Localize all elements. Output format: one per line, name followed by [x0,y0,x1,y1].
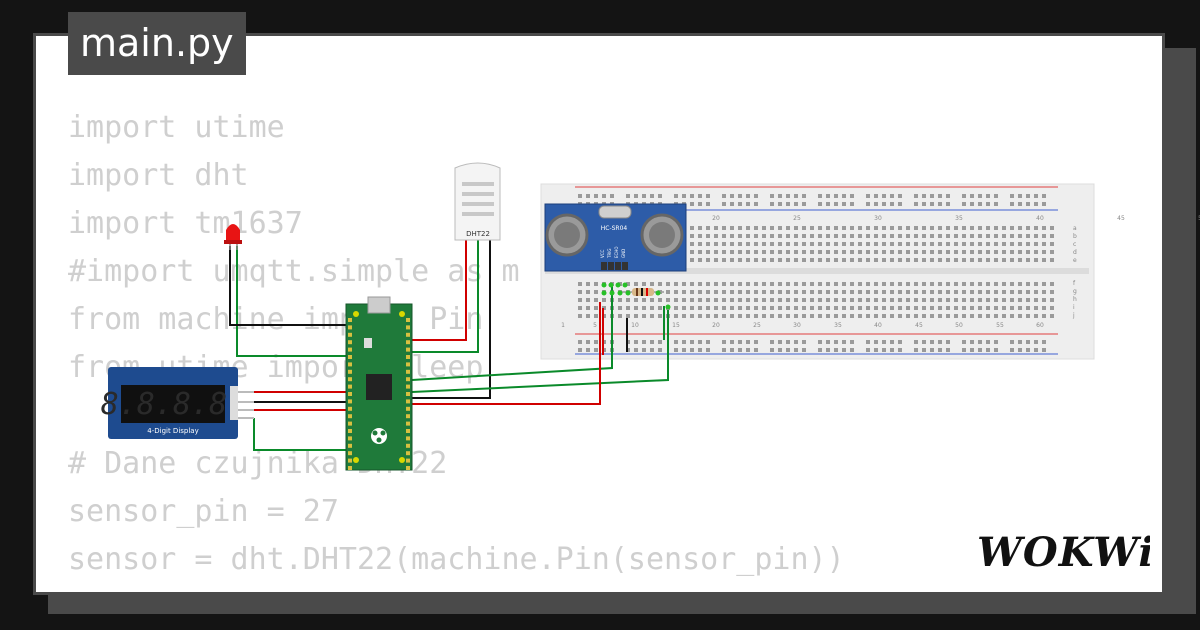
wire-green [411,310,669,393]
connection-dots [601,282,671,310]
column-number: 50 [1198,215,1200,222]
column-number: 15 [672,322,680,329]
column-number: 50 [955,322,963,329]
pin-label: GND [621,249,626,258]
wire-green [253,418,350,451]
code-line: import utime [68,110,285,145]
row-label: j [1072,312,1075,319]
row-label: f [1073,280,1076,287]
raspberry-pi-pico[interactable] [345,296,413,471]
column-number: 45 [915,322,923,329]
column-number: 40 [1036,215,1044,222]
pin-label: ECHO [614,247,619,258]
column-number: 30 [793,322,801,329]
led[interactable] [224,224,242,250]
code-line: sensor_pin = 27 [68,494,339,529]
hc-sr04-label: HC-SR04 [601,225,628,232]
code-line: import tm1637 [68,206,303,241]
wires [229,238,669,451]
wire-red [410,238,467,341]
row-label: g [1073,288,1077,295]
column-number: 1 [561,322,565,329]
code-line: sensor = dht.DHT22(machine.Pin(sensor_pi… [68,542,845,577]
row-label: e [1073,257,1077,264]
column-number: 25 [753,322,761,329]
wokwi-logo: WOKWi [977,529,1150,576]
tm1637-display[interactable]: 8.8.8.8. 4-Digit Display [101,367,254,439]
row-label: a [1073,225,1077,232]
row-label: i [1073,304,1075,311]
dht22-sensor[interactable]: DHT22 [454,162,501,241]
wire-black [229,246,350,326]
column-number: 25 [793,215,801,222]
pin-label: TRIG [607,248,612,259]
pin-label: VCC [600,249,605,258]
row-label: h [1073,296,1077,303]
raspberry-logo-icon [371,428,387,444]
file-tab[interactable]: main.py [68,12,246,75]
wire-black [410,238,491,399]
display-label: 4-Digit Display [147,427,198,435]
column-number: 35 [955,215,963,222]
column-number: 10 [631,322,639,329]
column-number: 20 [712,215,720,222]
wire-green [236,246,350,357]
wokwi-logo-text: WOKWi [977,529,1150,576]
code-line: import dht [68,158,249,193]
column-number: 45 [1117,215,1125,222]
wire-green [411,285,613,381]
column-number: 35 [834,322,842,329]
display-digits: 8.8.8.8. [101,387,246,422]
row-label: b [1073,233,1077,240]
row-label: d [1073,249,1077,256]
column-number: 40 [874,322,882,329]
column-number: 60 [1036,322,1044,329]
column-number: 55 [996,322,1004,329]
pico-pins [348,318,410,470]
row-label: c [1073,241,1076,248]
wire-green [410,238,479,353]
code-line: # Dane czujnika DHT22 [68,446,448,481]
hc-sr04-sensor[interactable]: HC-SR04 VCC TRIG ECHO GND [544,203,687,272]
column-number: 20 [712,322,720,329]
column-number: 5 [593,322,597,329]
wire-red [410,302,601,405]
dht22-label: DHT22 [466,230,490,238]
column-number: 30 [874,215,882,222]
